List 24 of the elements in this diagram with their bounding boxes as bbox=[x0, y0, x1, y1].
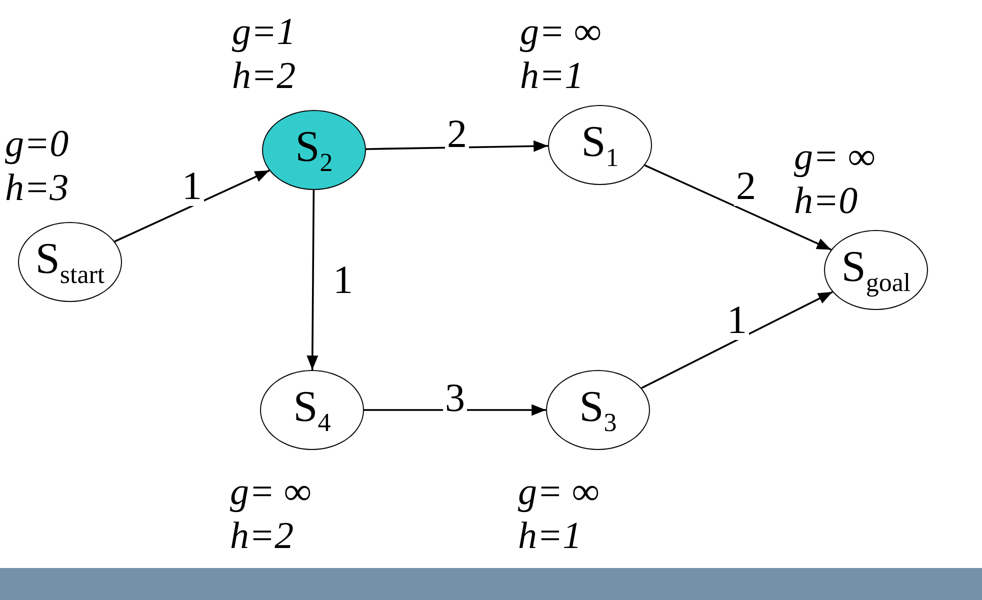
cost-label: g= ∞ bbox=[230, 470, 312, 514]
cost-label: h=1 bbox=[520, 54, 584, 98]
state-label: S$_{goal}$ bbox=[841, 244, 911, 296]
cost-label: h=0 bbox=[794, 179, 858, 223]
arrow bbox=[306, 190, 318, 370]
cost-label: h=3 bbox=[5, 166, 69, 210]
state-label: S$_{2}$ bbox=[295, 124, 333, 176]
arrow bbox=[366, 140, 548, 152]
cost-label: g= ∞ bbox=[794, 135, 876, 179]
arrow bbox=[364, 404, 546, 416]
cost-label: h=2 bbox=[232, 54, 296, 98]
arrow bbox=[641, 291, 833, 389]
cost-label: h=2 bbox=[230, 514, 294, 558]
cost-label: g=1 bbox=[232, 10, 296, 54]
state-label: S$_{4}$ bbox=[293, 384, 331, 436]
cost-label: g= ∞ bbox=[518, 470, 600, 514]
cost-label: g= ∞ bbox=[520, 10, 602, 54]
arrow bbox=[114, 170, 270, 242]
state-label: S$_{start}$ bbox=[35, 236, 105, 288]
cost-label: h=1 bbox=[518, 514, 582, 558]
arrow bbox=[644, 164, 832, 251]
state-label: S$_{3}$ bbox=[579, 384, 617, 436]
state-label: S$_{1}$ bbox=[581, 120, 619, 170]
cost-label: g=0 bbox=[5, 122, 69, 166]
